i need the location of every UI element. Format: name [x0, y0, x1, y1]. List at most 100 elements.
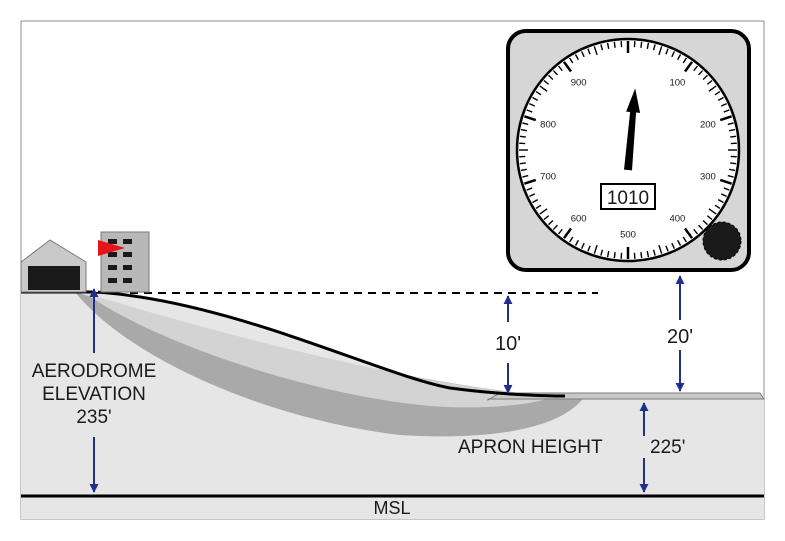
altimeter-tick [574, 54, 579, 61]
altimeter-tick [640, 252, 643, 259]
altimeter-tick [671, 242, 676, 249]
altimeter-tick [677, 239, 682, 246]
altimeter-tick [729, 168, 736, 172]
altimeter-tick [706, 215, 713, 221]
apron-height-value: 225' [650, 437, 685, 458]
altimeter-tick [526, 109, 533, 113]
altimeter-tick [730, 162, 737, 165]
altimeter-tick [684, 61, 694, 73]
altimeter-tick [519, 162, 526, 165]
altimeter-tick [522, 174, 529, 178]
altimeter-tick [658, 46, 663, 56]
altimeter-scale-label: 200 [700, 120, 716, 131]
altimeter-tick [593, 46, 598, 56]
altimeter-tick [539, 85, 548, 92]
altimeter-tick [569, 57, 574, 64]
altimeter-tick [580, 51, 585, 58]
altimeter-tick [727, 122, 734, 126]
altimeter-tick [543, 215, 550, 221]
altimeter-tick [723, 109, 730, 113]
altimeter-tick [532, 199, 539, 204]
hangar [20, 239, 87, 293]
altimeter-tick [520, 168, 527, 172]
altimeter-scale-label: 500 [620, 230, 636, 241]
altimeter-tick [693, 228, 699, 235]
altimeter-tick [702, 219, 708, 226]
aerodrome-label-line2: ELEVATION [42, 384, 146, 405]
altimeter-tick [557, 228, 563, 235]
altimeter-tick [697, 224, 704, 230]
altimeter-tick [520, 128, 527, 132]
adjustment-knob [702, 221, 742, 261]
altimeter-tick [652, 44, 656, 51]
altimeter-tick [719, 115, 733, 122]
altimeter-tick [548, 74, 554, 81]
altimeter-needle [624, 88, 641, 171]
altimeter-scale-label: 800 [540, 120, 556, 131]
altimeter-scale-label: 700 [540, 171, 556, 182]
altimeter-tick [543, 79, 550, 85]
altimeter-tick [523, 178, 537, 185]
altimeter-tick [706, 79, 713, 85]
altimeter-tick [606, 251, 610, 258]
terminal-building [100, 231, 150, 293]
altimeter-tick [535, 91, 542, 96]
altimeter-tick [574, 239, 579, 246]
altimeter-scale-label: 400 [669, 213, 685, 224]
altimeter-tick [522, 122, 529, 126]
msl-label: MSL [373, 498, 410, 518]
altimeter-tick [652, 249, 656, 256]
altimeter-tick [677, 54, 682, 61]
altimeter-tick [717, 199, 724, 204]
altimeter-tick [720, 102, 727, 107]
altimeter-tick [684, 227, 694, 239]
altimeter-tick [552, 224, 559, 230]
apron-height-arrow-gap [640, 436, 648, 458]
altimeter-tick [529, 102, 536, 107]
altimeter-tick [646, 42, 650, 49]
altimeter-tick [535, 204, 542, 209]
terrain-profile-line [21, 290, 566, 398]
altimeter-scale-label: 100 [669, 78, 685, 89]
altimeter-tick [548, 219, 554, 226]
altimeter-tick [693, 65, 699, 72]
altimeter-tick [730, 135, 737, 138]
altimeter-ticks [519, 41, 737, 259]
altimeter-tick [665, 48, 669, 55]
altimeter-tick [613, 252, 616, 259]
altimeter-tick [587, 245, 591, 252]
altimeter-tick [665, 245, 669, 252]
pressure-window-value: 1010 [607, 188, 649, 209]
altimeter-scale-label: 900 [571, 78, 587, 89]
diff-20-label: 20' [667, 326, 693, 348]
altimeter-tick [606, 42, 610, 49]
altimeter-tick [702, 74, 708, 81]
diff-10-label: 10' [495, 333, 521, 355]
altimeter-tick [719, 178, 733, 185]
altimeter-tick [729, 128, 736, 132]
altimeter-tick [613, 41, 616, 48]
altimeter-tick [640, 41, 643, 48]
pressure-window [600, 183, 656, 210]
altimeter-tick [529, 193, 536, 198]
altimeter-tick [580, 242, 585, 249]
altimeter-tick [526, 187, 533, 191]
altimeter-tick [646, 251, 650, 258]
altimeter-tick [714, 204, 721, 209]
altimeter-tick [523, 115, 537, 122]
altimeter-tick [519, 135, 526, 138]
altimeter-tick [714, 91, 721, 96]
aerodrome-elevation-value: 235' [76, 407, 111, 428]
altimeter-tick [532, 96, 539, 101]
altimeter-tick [697, 70, 704, 76]
windsock-icon [94, 238, 125, 292]
altimeter-tick [562, 61, 572, 73]
altimeter-tick [539, 208, 548, 215]
altimeter-tick [593, 244, 598, 254]
altimeter-tick [587, 48, 591, 55]
altimeter-tick [658, 244, 663, 254]
altimeter-tick [557, 65, 563, 72]
